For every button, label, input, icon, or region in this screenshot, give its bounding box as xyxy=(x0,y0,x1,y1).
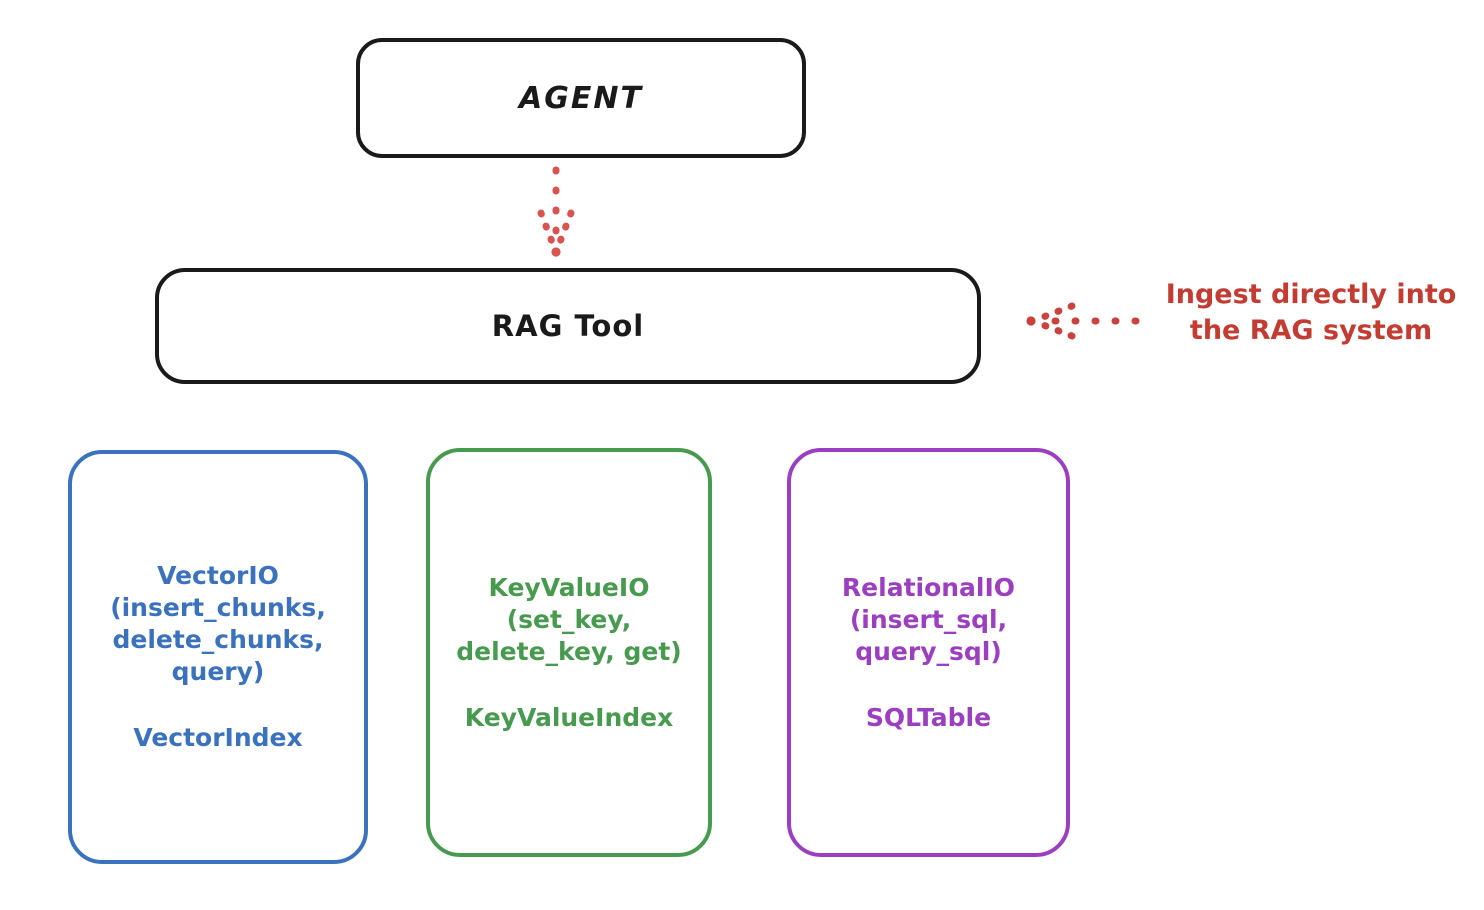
node-relational-io-api-label: RelationalIO (insert_sql, query_sql) xyxy=(841,572,1016,666)
node-vector-io-index-label: VectorIndex xyxy=(133,723,303,752)
node-vector-io-api-label: VectorIO (insert_chunks, delete_chunks, … xyxy=(110,561,326,686)
node-key-value-io[interactable]: KeyValueIO (set_key, delete_key, get) Ke… xyxy=(426,448,712,857)
node-agent[interactable]: AGENT xyxy=(356,38,806,158)
arrow-agent-to-rag-tool xyxy=(537,166,575,257)
node-relational-io[interactable]: RelationalIO (insert_sql, query_sql) SQL… xyxy=(787,448,1070,857)
node-rag-tool[interactable]: RAG Tool xyxy=(155,268,981,384)
node-relational-io-index-label: SQLTable xyxy=(865,702,992,732)
node-key-value-io-index-label: KeyValueIndex xyxy=(464,702,674,732)
annotation-ingest-directly: Ingest directly into the RAG system xyxy=(1165,279,1457,346)
node-agent-label: AGENT xyxy=(519,80,643,116)
node-rag-tool-label: RAG Tool xyxy=(491,309,645,343)
arrow-ingest-to-rag-tool xyxy=(1026,302,1140,340)
node-vector-io[interactable]: VectorIO (insert_chunks, delete_chunks, … xyxy=(68,450,368,864)
node-key-value-io-api-label: KeyValueIO (set_key, delete_key, get) xyxy=(456,572,682,666)
